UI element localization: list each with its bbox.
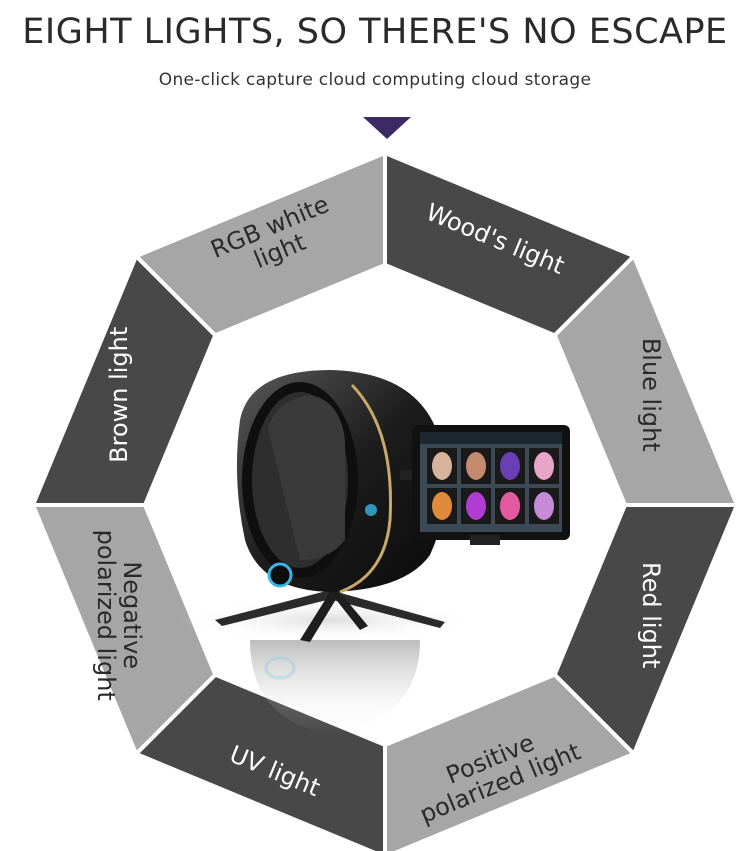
segment-label: Red light [637, 562, 665, 668]
segment-label: Blue light [637, 338, 665, 452]
face-image [500, 452, 520, 480]
segment-label: Negativepolarized light [92, 530, 146, 701]
face-image [534, 492, 554, 520]
ring-segment [132, 150, 387, 338]
face-image [466, 492, 486, 520]
page-title: EIGHT LIGHTS, SO THERE'S NO ESCAPE [22, 12, 728, 52]
down-arrow-icon [363, 117, 411, 139]
segment-label-line: Brown light [105, 327, 133, 463]
face-image [466, 452, 486, 480]
face-image [432, 492, 452, 520]
page-subtitle: One-click capture cloud computing cloud … [158, 70, 592, 90]
segment-label-line: Red light [637, 562, 665, 668]
skin-analyzer-device [180, 370, 570, 735]
face-image [432, 452, 452, 480]
segment-label-line: Blue light [637, 338, 665, 452]
segment-label: Brown light [105, 327, 133, 463]
face-image [534, 452, 554, 480]
face-image [500, 492, 520, 520]
segment-label-line: polarized light [92, 530, 120, 701]
segment-label-line: Negative [118, 561, 146, 669]
